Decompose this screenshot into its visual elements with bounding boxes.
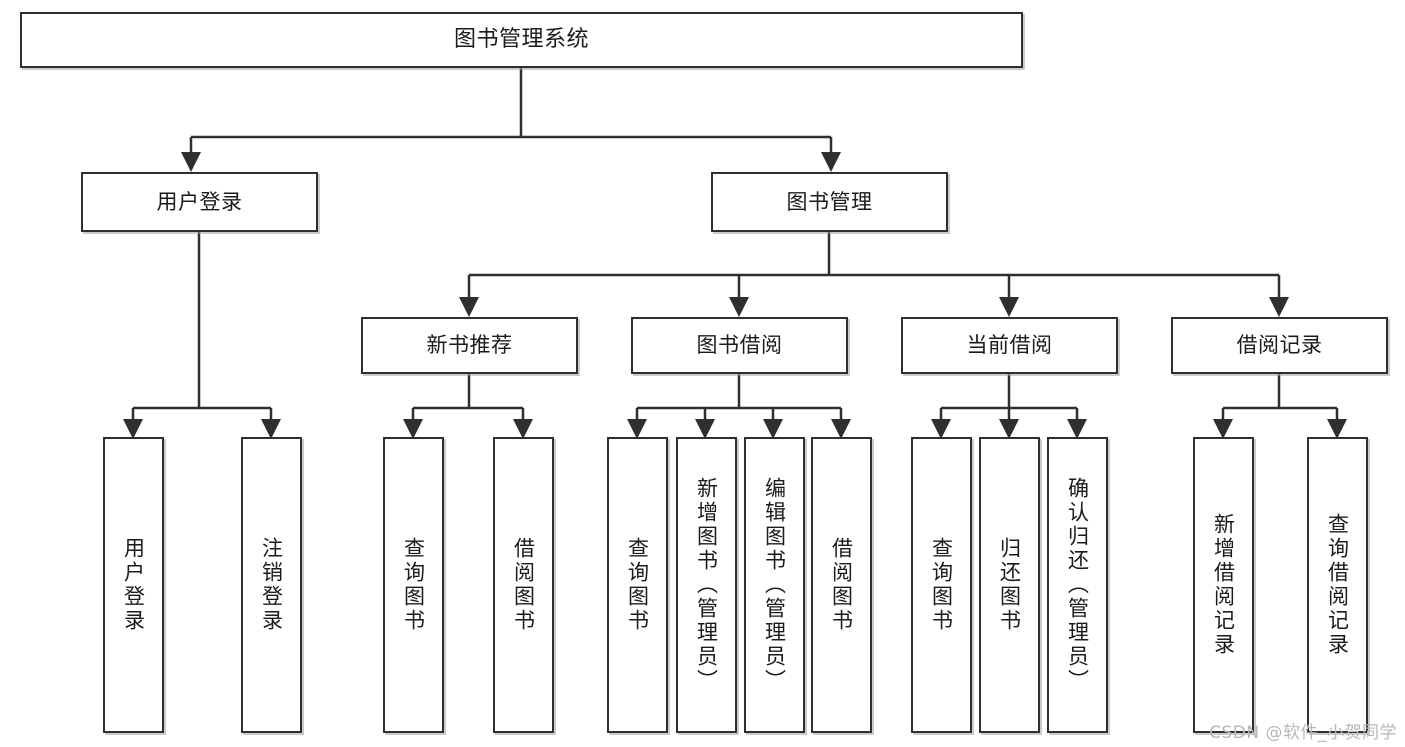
node-label: 新增图书（管理员）	[694, 477, 719, 693]
node-current-borrow[interactable]: 当前借阅	[901, 317, 1118, 374]
node-borrow-record[interactable]: 借阅记录	[1171, 317, 1388, 374]
node-label: 归还图书	[997, 537, 1022, 633]
node-label: 用户登录	[121, 537, 146, 633]
node-label: 新增借阅记录	[1211, 513, 1236, 657]
node-leaf-user-login[interactable]: 用户登录	[103, 437, 164, 733]
node-label: 注销登录	[259, 537, 284, 633]
node-label: 图书管理系统	[453, 27, 589, 53]
node-label: 查询借阅记录	[1325, 513, 1350, 657]
node-leaf-borrow-book[interactable]: 借阅图书	[811, 437, 872, 733]
node-label: 借阅记录	[1236, 333, 1323, 358]
node-label: 图书借阅	[696, 333, 783, 358]
node-leaf-query-book-current[interactable]: 查询图书	[911, 437, 972, 733]
node-label: 当前借阅	[966, 333, 1053, 358]
node-leaf-query-borrow-record[interactable]: 查询借阅记录	[1307, 437, 1368, 733]
node-label: 新书推荐	[426, 333, 513, 358]
node-leaf-query-book-recommend[interactable]: 查询图书	[383, 437, 444, 733]
node-new-book-recommend[interactable]: 新书推荐	[361, 317, 578, 374]
node-leaf-edit-book[interactable]: 编辑图书（管理员）	[744, 437, 805, 733]
node-book-borrow[interactable]: 图书借阅	[631, 317, 848, 374]
node-leaf-logout-login[interactable]: 注销登录	[241, 437, 302, 733]
node-leaf-add-book[interactable]: 新增图书（管理员）	[676, 437, 737, 733]
node-user-login[interactable]: 用户登录	[81, 172, 318, 232]
node-leaf-add-borrow-record[interactable]: 新增借阅记录	[1193, 437, 1254, 733]
node-leaf-return-book[interactable]: 归还图书	[979, 437, 1040, 733]
node-book-management[interactable]: 图书管理	[711, 172, 948, 232]
node-leaf-confirm-return[interactable]: 确认归还（管理员）	[1047, 437, 1108, 733]
node-label: 编辑图书（管理员）	[762, 477, 787, 693]
node-label: 查询图书	[401, 537, 426, 633]
node-label: 用户登录	[156, 189, 243, 214]
node-label: 确认归还（管理员）	[1065, 477, 1090, 693]
node-label: 查询图书	[625, 537, 650, 633]
csdn-watermark: CSDN @软件_小贺同学	[1209, 723, 1397, 743]
node-leaf-query-book-borrow[interactable]: 查询图书	[607, 437, 668, 733]
node-label: 查询图书	[929, 537, 954, 633]
node-label: 借阅图书	[829, 537, 854, 633]
node-label: 借阅图书	[511, 537, 536, 633]
node-root-book-management-system[interactable]: 图书管理系统	[20, 12, 1023, 68]
node-leaf-borrow-book-recommend[interactable]: 借阅图书	[493, 437, 554, 733]
node-label: 图书管理	[786, 189, 873, 214]
